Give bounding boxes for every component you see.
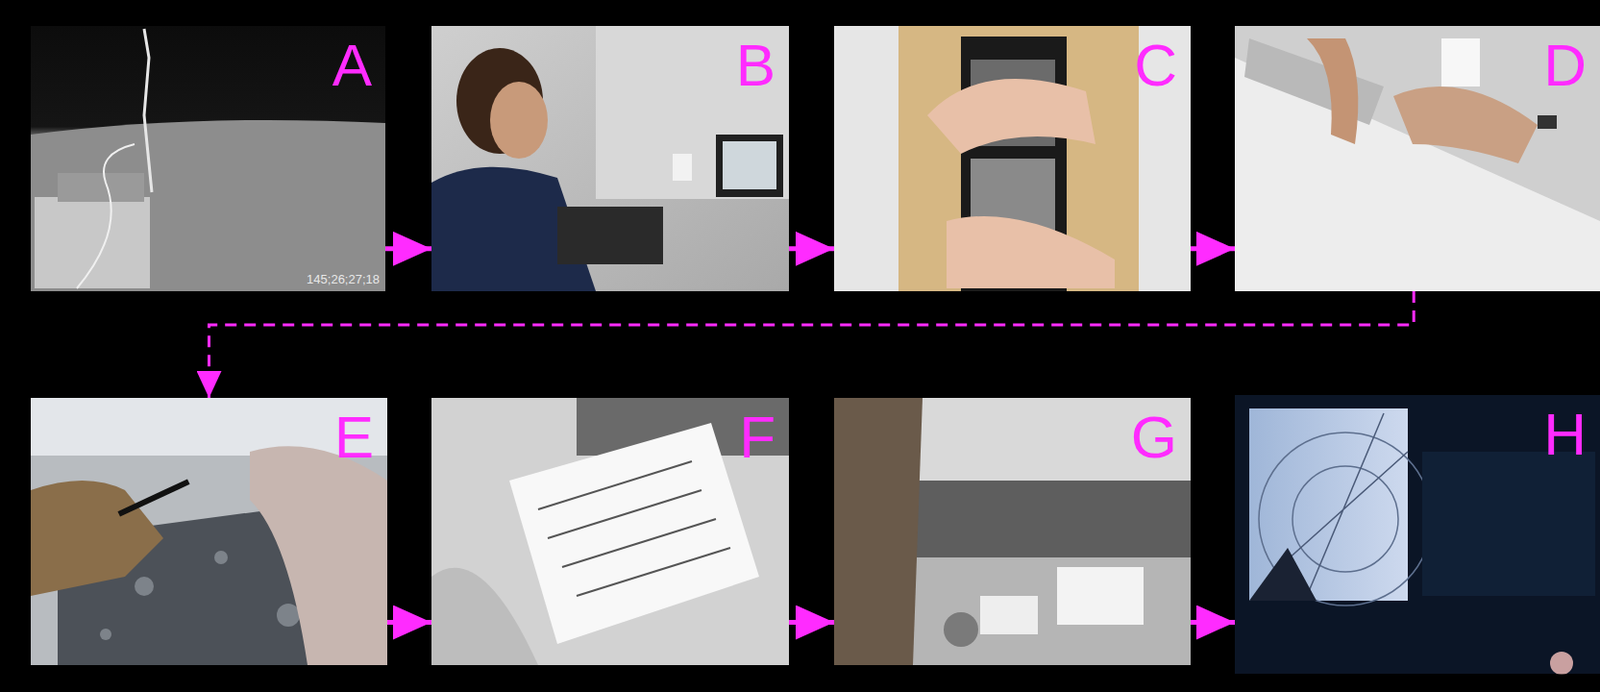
photo-projection-screen bbox=[1234, 394, 1600, 675]
photo-mosaic-table bbox=[834, 397, 923, 665]
photo-film-strip bbox=[898, 25, 1139, 292]
photo-mosaic-table bbox=[834, 397, 1191, 665]
photo-map-tracing bbox=[30, 397, 388, 456]
photo-mosaic-table bbox=[980, 595, 1038, 635]
panel-letter: B bbox=[736, 35, 776, 96]
photo-projection-screen bbox=[1292, 466, 1399, 572]
photo-notes bbox=[509, 422, 760, 644]
panel-letter: G bbox=[1131, 407, 1178, 468]
flow-arrow bbox=[1190, 246, 1235, 251]
photo-map-tracing bbox=[276, 603, 300, 627]
photo-mosaic-table bbox=[943, 612, 979, 647]
photo-technician bbox=[431, 25, 789, 292]
photo-film-strip bbox=[927, 78, 1096, 154]
photo-technician bbox=[431, 25, 789, 292]
photo-film-strip bbox=[946, 216, 1115, 289]
panel-letter: F bbox=[738, 407, 776, 468]
photo-map-tracing bbox=[214, 550, 228, 565]
photo-technician bbox=[672, 153, 692, 181]
photo-panel: D bbox=[1234, 25, 1600, 292]
timecode: 145;26;27;18 bbox=[306, 271, 380, 287]
photo-map-tracing bbox=[30, 397, 388, 665]
photo-lunar-surface bbox=[30, 120, 386, 292]
flow-arrow bbox=[1190, 619, 1235, 625]
photo-panel: H bbox=[1234, 394, 1600, 674]
panel-letter: D bbox=[1543, 35, 1587, 96]
photo-annotating-strip bbox=[1393, 86, 1538, 164]
photo-annotating-strip bbox=[1244, 38, 1384, 125]
photo-technician bbox=[557, 206, 664, 265]
photo-technician bbox=[490, 81, 548, 159]
photo-projection-screen bbox=[1422, 451, 1596, 596]
photo-panel: G bbox=[834, 397, 1191, 665]
photo-annotating-strip bbox=[1234, 25, 1600, 292]
flow-arrow bbox=[788, 619, 835, 625]
photo-lunar-surface bbox=[30, 25, 386, 292]
photo-mosaic-table bbox=[834, 397, 1191, 665]
panel-letter: A bbox=[332, 35, 372, 96]
photo-technician bbox=[595, 25, 789, 199]
photo-projection-screen bbox=[1234, 394, 1600, 674]
photo-annotating-strip bbox=[1441, 38, 1480, 87]
photo-notes bbox=[538, 461, 731, 596]
photo-annotating-strip bbox=[1306, 38, 1358, 145]
photo-panel: B bbox=[431, 25, 789, 292]
photo-map-tracing bbox=[117, 478, 190, 517]
photo-map-tracing bbox=[99, 628, 112, 640]
photo-technician bbox=[715, 134, 784, 197]
photo-panel: A 145;26;27;18 bbox=[30, 25, 386, 292]
dashed-flow-arrow bbox=[209, 291, 1415, 398]
photo-lunar-surface bbox=[30, 25, 386, 292]
photo-projection-screen bbox=[1249, 408, 1408, 601]
photo-projection-screen bbox=[1249, 547, 1317, 601]
panel-letter: E bbox=[334, 407, 374, 468]
photo-notes bbox=[431, 567, 539, 665]
photo-map-tracing bbox=[134, 576, 154, 596]
photo-panel: E bbox=[30, 397, 388, 665]
photo-lunar-surface bbox=[144, 28, 152, 193]
panel-letter: H bbox=[1543, 404, 1587, 465]
photo-notes bbox=[431, 397, 789, 665]
photo-annotating-strip bbox=[1537, 115, 1557, 129]
photo-map-tracing bbox=[30, 397, 388, 665]
photo-mosaic-table bbox=[1057, 566, 1144, 625]
flow-arrow bbox=[788, 246, 835, 251]
photo-panel: F bbox=[431, 397, 789, 665]
panel-letter: C bbox=[1133, 35, 1178, 96]
photo-film-strip bbox=[834, 25, 1191, 292]
flow-arrow bbox=[385, 246, 432, 251]
photo-lunar-surface bbox=[76, 144, 135, 289]
photo-lunar-surface bbox=[34, 196, 150, 289]
photo-technician bbox=[722, 141, 777, 190]
photo-annotating-strip bbox=[1234, 25, 1600, 292]
photo-map-tracing bbox=[249, 445, 388, 665]
photo-lunar-surface bbox=[57, 172, 145, 202]
photo-map-tracing bbox=[30, 480, 164, 596]
photo-panel: C bbox=[834, 25, 1191, 292]
photo-film-strip bbox=[834, 25, 1191, 292]
photo-projection-screen bbox=[1550, 651, 1574, 675]
photo-notes bbox=[431, 397, 789, 665]
flow-arrow bbox=[387, 619, 432, 625]
